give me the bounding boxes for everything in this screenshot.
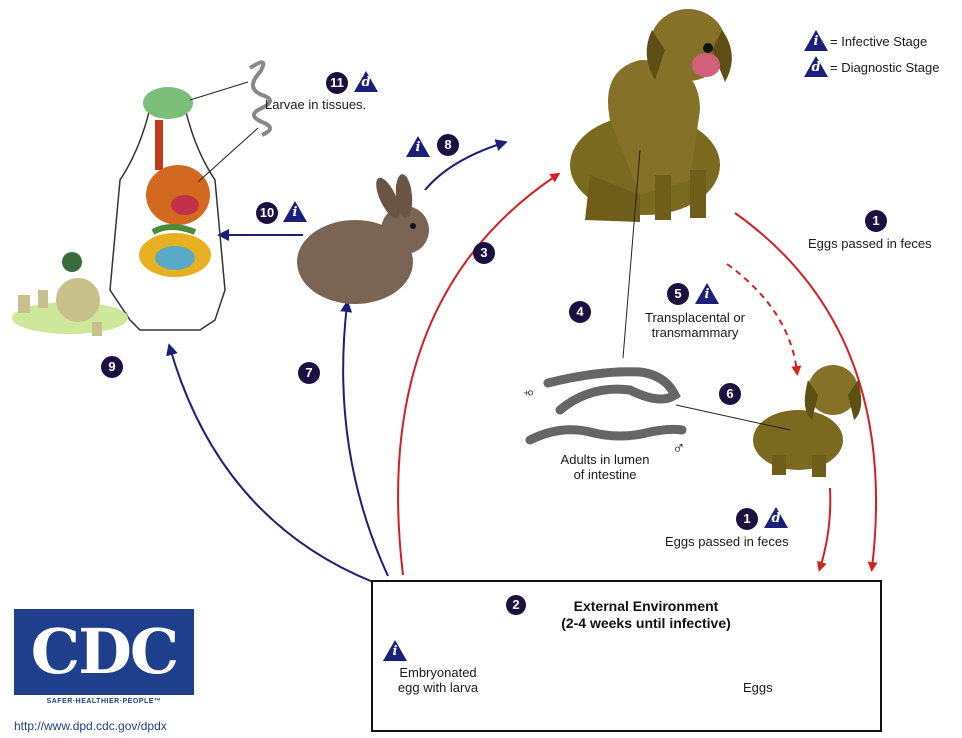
- legend-infective-label: = Infective Stage: [830, 34, 927, 49]
- step-11-badge: 11: [326, 72, 348, 94]
- female-symbol: ♀: [519, 386, 539, 400]
- step-1-diagnostic-icon: d: [764, 507, 788, 528]
- step-8-infective-icon: i: [406, 136, 430, 157]
- environment-title-line1: External Environment: [536, 598, 756, 615]
- step-6-badge: 6: [719, 383, 741, 405]
- cdc-logo-slogan: SAFER·HEALTHIER·PEOPLE™: [14, 697, 194, 707]
- step-5-label-line1: Transplacental or: [630, 310, 760, 325]
- embryonated-line2: egg with larva: [383, 680, 493, 695]
- step-8-badge: 8: [437, 134, 459, 156]
- step-4-badge: 4: [569, 301, 591, 323]
- step-1-bottom-badge: 1: [736, 508, 758, 530]
- eggs-label: Eggs: [743, 680, 773, 695]
- step-9-badge: 9: [101, 356, 123, 378]
- embryonated-line1: Embryonated: [383, 665, 493, 680]
- source-url[interactable]: http://www.dpd.cdc.gov/dpdx: [14, 719, 167, 733]
- human-body-illustration: [110, 87, 225, 330]
- step-1-bottom-label: Eggs passed in feces: [665, 534, 789, 549]
- external-environment-title: External Environment (2-4 weeks until in…: [536, 598, 756, 632]
- cdc-logo-text: CDC: [14, 617, 194, 687]
- legend-diagnostic-label: = Diagnostic Stage: [830, 60, 939, 75]
- step-11-diagnostic-icon: d: [354, 71, 378, 92]
- step-11-label: Larvae in tissues.: [265, 97, 366, 112]
- step-2-badge: 2: [506, 595, 526, 615]
- step-7-badge: 7: [298, 362, 320, 384]
- step-5-infective-icon: i: [695, 283, 719, 304]
- arrow-rabbit-to-dog: [425, 143, 503, 190]
- legend-infective-icon: i: [804, 30, 828, 51]
- embryonated-infective-icon: i: [383, 640, 407, 661]
- step-10-infective-icon: i: [283, 201, 307, 222]
- adult-dog-illustration: [570, 9, 732, 222]
- adult-worms-illustration: [530, 372, 682, 440]
- step-1-top-label: Eggs passed in feces: [808, 236, 932, 251]
- male-symbol: ♂: [672, 438, 686, 458]
- arrow-ingestion-by-rabbit: [343, 305, 388, 576]
- step-4-label: Adults in lumen of intestine: [545, 452, 665, 482]
- larvae-coil-illustration: [190, 62, 270, 182]
- step-5-label: Transplacental or transmammary: [630, 310, 760, 340]
- step-4-label-line2: of intestine: [545, 467, 665, 482]
- step-3-badge: 3: [473, 242, 495, 264]
- legend-diagnostic-icon: d: [804, 56, 828, 77]
- cdc-logo: CDC SAFER·HEALTHIER·PEOPLE™: [14, 609, 194, 711]
- step-4-label-line1: Adults in lumen: [545, 452, 665, 467]
- environment-title-line2: (2-4 weeks until infective): [536, 615, 756, 632]
- step-5-label-line2: transmammary: [630, 325, 760, 340]
- puppy-illustration: [753, 365, 861, 477]
- step-10-badge: 10: [256, 202, 278, 224]
- rabbit-illustration: [297, 173, 429, 304]
- arrow-eggs-from-puppy: [820, 488, 830, 568]
- step-1-top-badge: 1: [865, 210, 887, 232]
- embryonated-egg-label: Embryonated egg with larva: [383, 665, 493, 695]
- step-5-badge: 5: [667, 283, 689, 305]
- child-playing-in-sand-illustration: [12, 252, 128, 336]
